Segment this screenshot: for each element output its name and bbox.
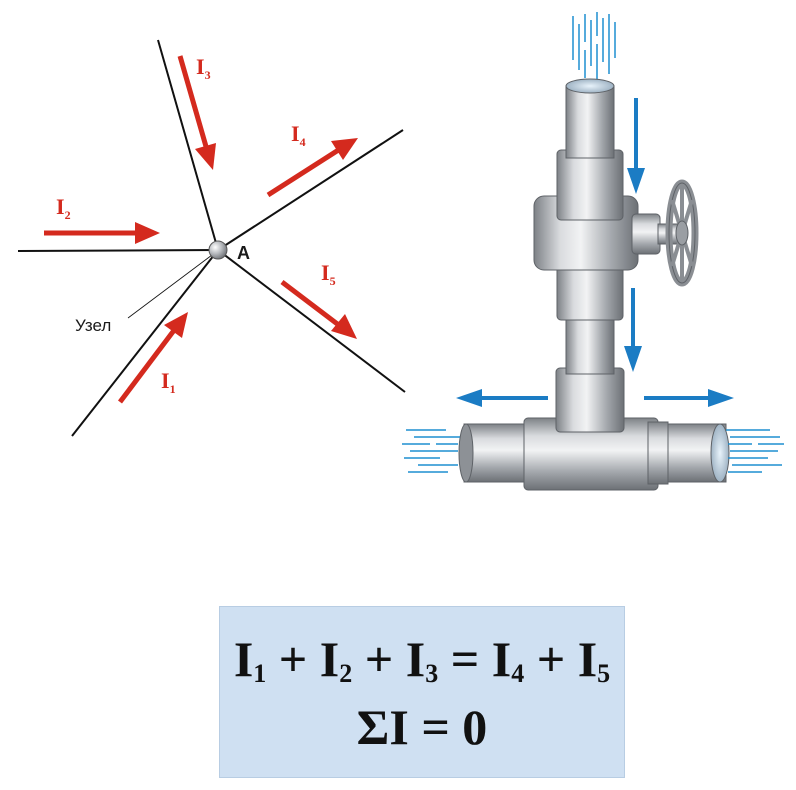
current-arrow-i1 xyxy=(118,312,188,404)
formula-operator: + xyxy=(524,631,578,687)
formula-term-index: 1 xyxy=(253,659,267,688)
current-arrow-i2 xyxy=(44,222,160,244)
formula-term-index: 4 xyxy=(511,659,525,688)
conductor-3 xyxy=(157,39,219,251)
vertical-pipe xyxy=(533,78,639,433)
node-leader-line xyxy=(127,254,213,319)
pipe-opening-left xyxy=(458,423,474,483)
current-label-i5: I5 xyxy=(321,260,336,288)
formula-sigma-zero: ΣI = 0 xyxy=(356,699,488,755)
water-stream-right xyxy=(726,429,784,473)
electrical-node-diagram: I1 I2 I3 I4 I5 A Узел xyxy=(17,39,406,437)
water-stream-top xyxy=(572,12,616,80)
flow-arrow-down-bottom xyxy=(624,288,642,372)
conductor-2 xyxy=(17,249,219,252)
formula-term-index: 2 xyxy=(339,659,353,688)
formula-operator: + xyxy=(266,631,320,687)
current-arrow-i5 xyxy=(280,280,357,339)
formula-term-index: 5 xyxy=(597,659,611,688)
formula-operator: + xyxy=(352,631,406,687)
current-arrow-i4 xyxy=(266,138,358,198)
current-label-i3: I3 xyxy=(196,54,211,82)
node-caption: Узел xyxy=(75,316,111,335)
current-arrow-i3 xyxy=(177,55,216,170)
flow-arrow-down-top xyxy=(627,98,645,194)
flow-arrow-left xyxy=(456,389,548,407)
current-label-i2: I2 xyxy=(56,194,71,222)
current-label-i1: I1 xyxy=(161,368,176,396)
current-label-i4: I4 xyxy=(291,121,306,149)
flow-arrow-right xyxy=(644,389,734,407)
formula-operator: = xyxy=(438,631,492,687)
formula-term: I xyxy=(577,631,598,687)
horizontal-pipe xyxy=(458,417,730,491)
water-pipe-analogy xyxy=(402,12,784,491)
formula-term-index: 3 xyxy=(425,659,439,688)
node-label: A xyxy=(237,243,250,263)
formula-term: I xyxy=(405,631,426,687)
water-stream-left xyxy=(402,429,460,473)
valve xyxy=(631,179,699,287)
formula-term: I xyxy=(491,631,512,687)
formula-term: I xyxy=(233,631,254,687)
conductor-1 xyxy=(71,249,219,437)
pipe-opening-top xyxy=(565,78,615,94)
pipe-opening-right xyxy=(710,423,730,483)
node-point xyxy=(208,240,228,260)
formula-kirchhoff-sum: I1 + I2 + I3 = I4 + I5 xyxy=(220,629,624,704)
conductor-4 xyxy=(217,129,404,251)
formula-box: I1 + I2 + I3 = I4 + I5 ΣI = 0 xyxy=(219,606,625,778)
conductor-5 xyxy=(217,249,406,393)
formula-term: I xyxy=(319,631,340,687)
